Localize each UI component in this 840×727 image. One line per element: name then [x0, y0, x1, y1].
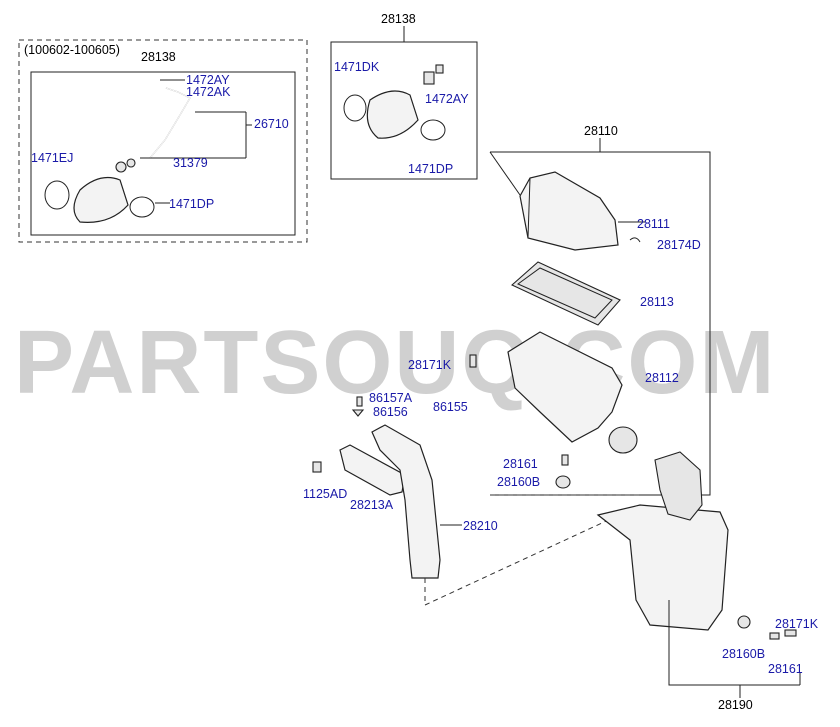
part-label-28213A[interactable]: 28213A [350, 498, 394, 512]
filter-28113 [511, 261, 621, 326]
part-label-28160B-lower[interactable]: 28160B [722, 647, 766, 661]
part-label-28174D[interactable]: 28174D [657, 238, 701, 252]
part-label-28171K-lower[interactable]: 28171K [775, 617, 819, 631]
part-label-31379[interactable]: 31379 [173, 156, 208, 170]
valve-31379 [115, 161, 127, 173]
part-label-1471EJ[interactable]: 1471EJ [31, 151, 74, 165]
part-label-1471DK[interactable]: 1471DK [334, 60, 380, 74]
part-label-28138-top[interactable]: 28138 [381, 12, 416, 26]
part-label-28171K[interactable]: 28171K [408, 358, 452, 372]
watermark: PARTSOUQ.COM [14, 313, 777, 413]
part-label-28190[interactable]: 28190 [718, 698, 753, 712]
cover-28111 [519, 171, 619, 251]
part-label-28138-inset[interactable]: 28138 [141, 50, 176, 64]
part-label-1471DP-inset[interactable]: 1471DP [169, 197, 215, 211]
part-label-1472AK[interactable]: 1472AK [186, 85, 231, 99]
part-label-1471DP[interactable]: 1471DP [408, 162, 454, 176]
part-label-28161[interactable]: 28161 [503, 457, 538, 471]
part-label-28113[interactable]: 28113 [640, 295, 674, 309]
part-label-86157A[interactable]: 86157A [369, 391, 413, 405]
duct-28138 [366, 90, 419, 139]
inset-frame [18, 39, 308, 243]
inset-duct [73, 177, 129, 223]
part-label-26710[interactable]: 26710 [254, 117, 289, 131]
resonator-28190 [596, 504, 729, 631]
part-label-86155[interactable]: 86155 [433, 400, 468, 414]
inset-date-range: (100602-100605) [24, 43, 120, 57]
body-28112 [507, 331, 623, 443]
bracket-28213A [339, 444, 406, 496]
part-label-28110[interactable]: 28110 [584, 124, 618, 138]
part-label-28160B[interactable]: 28160B [497, 475, 541, 489]
part-label-1472AY-inset[interactable]: 1472AY [186, 73, 230, 87]
part-label-28111[interactable]: 28111 [637, 217, 670, 231]
part-label-1125AD[interactable]: 1125AD [303, 487, 348, 501]
inset-inner-frame [30, 71, 296, 236]
part-label-86156[interactable]: 86156 [373, 405, 408, 419]
part-label-28161-lower[interactable]: 28161 [768, 662, 803, 676]
part-label-1472AY[interactable]: 1472AY [425, 92, 469, 106]
part-label-28210[interactable]: 28210 [463, 519, 498, 533]
part-label-28112[interactable]: 28112 [645, 371, 679, 385]
